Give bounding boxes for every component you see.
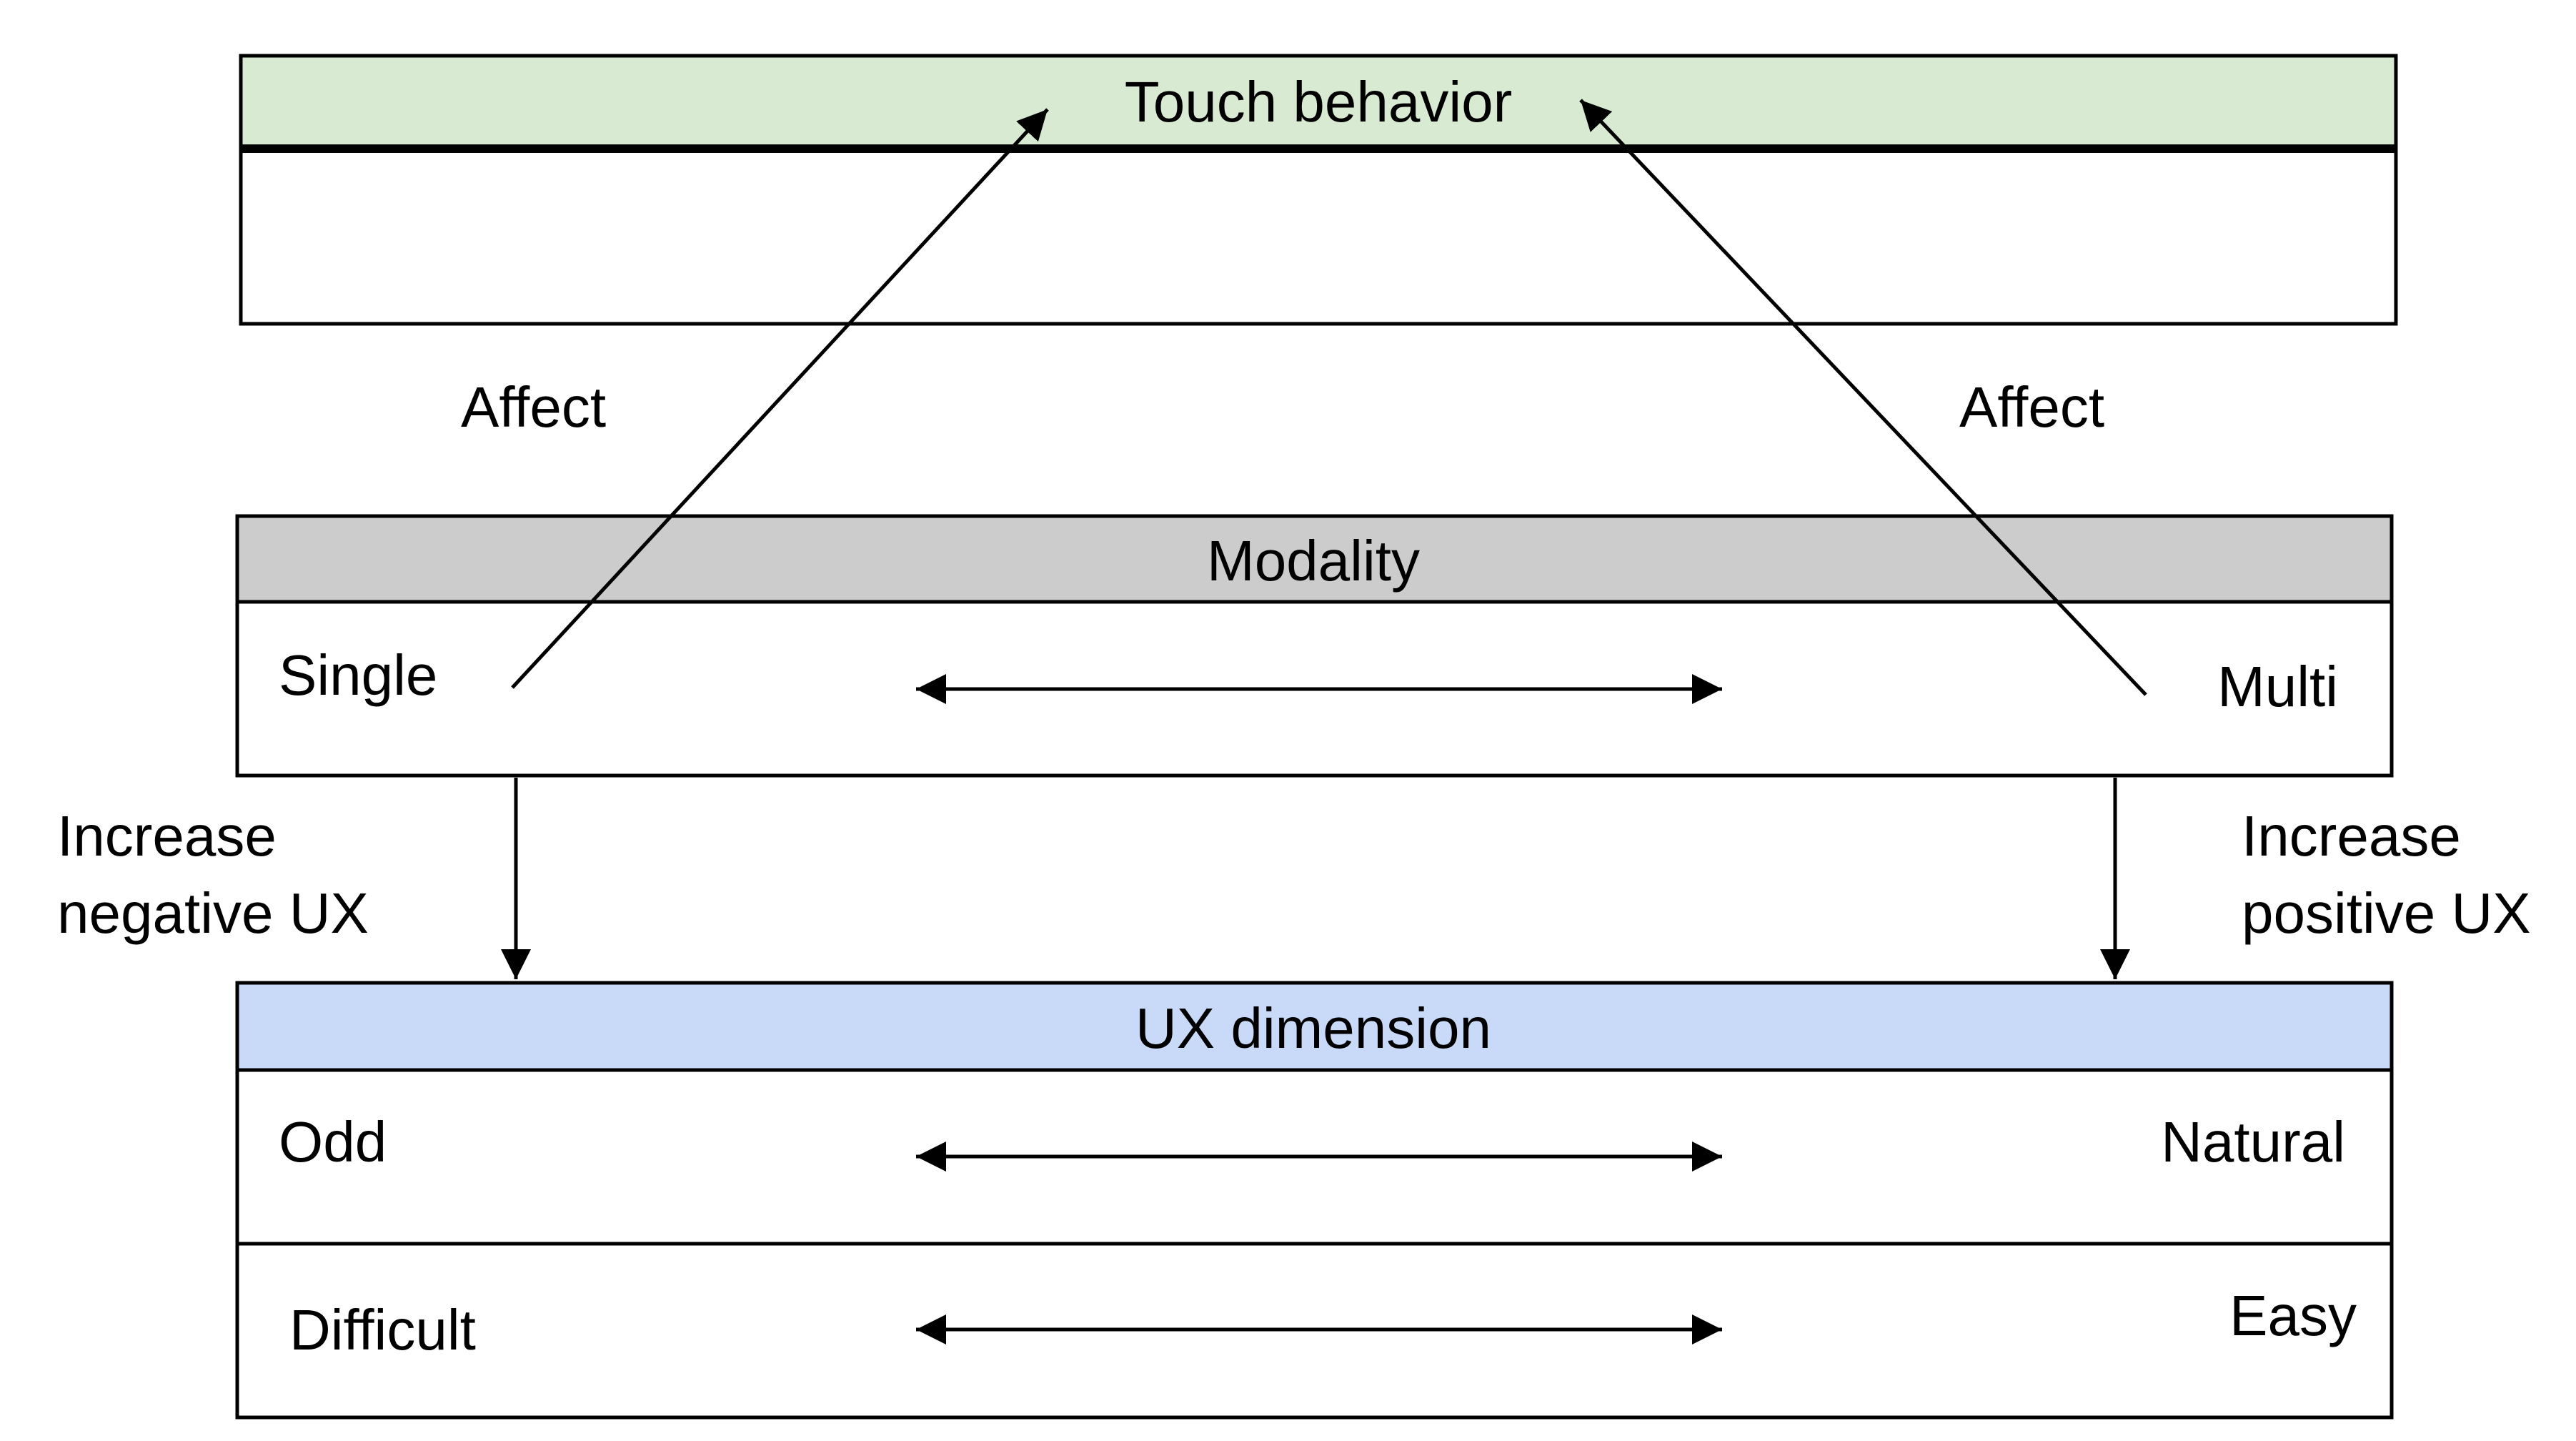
affect-right-arrow xyxy=(1579,99,2147,696)
ux-row2-right-label: Easy xyxy=(2229,1284,2357,1347)
modality-border xyxy=(235,514,2394,778)
ux-row1-right-label: Natural xyxy=(2161,1110,2345,1174)
ux-dimension-title: UX dimension xyxy=(1135,996,1491,1060)
increase-negative-label-line2: negative UX xyxy=(57,881,369,945)
modality-right-label: Multi xyxy=(2217,655,2338,718)
ux-row2-left-label: Difficult xyxy=(289,1298,476,1362)
increase-positive-label-line1: Increase xyxy=(2242,804,2461,868)
affect-left-label: Affect xyxy=(461,375,606,439)
ux-dimension-header xyxy=(237,983,2392,1070)
modality-left-label: Single xyxy=(279,643,437,707)
modality-title: Modality xyxy=(1207,529,1420,593)
ux-dimension-border xyxy=(235,981,2394,1420)
modality-box: Modality Single Multi xyxy=(235,514,2394,778)
touch-behavior-header xyxy=(241,56,2396,149)
touch-behavior-title: Touch behavior xyxy=(1125,70,1513,134)
increase-positive-label-line2: positive UX xyxy=(2242,881,2531,945)
ux-dimension-box: UX dimension Odd Natural Difficult Easy xyxy=(235,981,2394,1420)
touch-behavior-body xyxy=(241,149,2396,324)
modality-header xyxy=(237,516,2392,602)
increase-negative-label-line1: Increase xyxy=(57,804,277,868)
affect-right-label: Affect xyxy=(1959,375,2104,439)
affect-left-arrow xyxy=(511,108,1049,689)
touch-behavior-border xyxy=(239,54,2398,326)
touch-behavior-box: Touch behavior xyxy=(239,54,2398,326)
ux-row1-left-label: Odd xyxy=(279,1110,387,1174)
